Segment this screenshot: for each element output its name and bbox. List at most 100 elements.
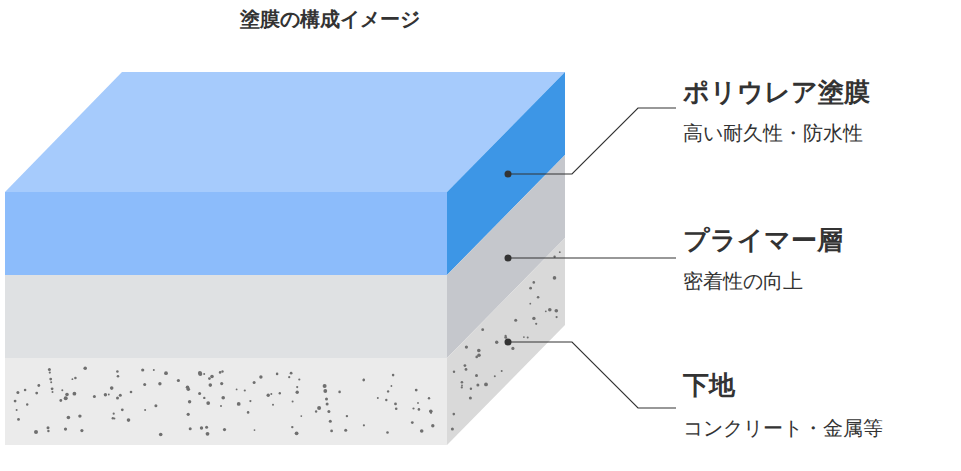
texture-dot — [73, 392, 77, 396]
texture-dot — [395, 407, 398, 410]
texture-dot — [220, 382, 223, 385]
texture-dot — [511, 347, 514, 350]
texture-dot — [159, 433, 163, 437]
texture-dot — [189, 427, 192, 430]
texture-dot — [377, 397, 379, 399]
texture-dot — [476, 384, 479, 387]
texture-dot — [14, 400, 17, 403]
texture-dot — [555, 309, 559, 313]
primer-front — [5, 275, 447, 358]
texture-dot — [26, 403, 28, 405]
texture-dot — [484, 383, 488, 387]
texture-dot — [315, 410, 317, 412]
texture-dot — [429, 409, 433, 413]
texture-dot — [325, 398, 328, 401]
texture-dot — [108, 394, 110, 396]
texture-dot — [326, 402, 329, 405]
leader-line — [508, 108, 676, 174]
texture-dot — [220, 405, 222, 407]
texture-dot — [198, 371, 202, 375]
layer-note: コンクリート・金属等 — [683, 415, 883, 442]
texture-dot — [65, 393, 69, 397]
texture-dot — [504, 336, 507, 339]
texture-dot — [290, 372, 293, 375]
texture-dot — [295, 431, 299, 435]
texture-dot — [338, 391, 341, 394]
texture-dot — [363, 424, 365, 426]
texture-dot — [244, 389, 246, 391]
texture-dot — [323, 389, 327, 393]
texture-dot — [203, 397, 205, 399]
texture-dot — [477, 354, 481, 358]
texture-dot — [451, 428, 454, 431]
texture-dot — [37, 384, 40, 387]
texture-dot — [323, 384, 327, 388]
texture-dot — [270, 393, 272, 395]
texture-dot — [535, 323, 537, 325]
texture-dot — [113, 413, 115, 415]
texture-dot — [198, 372, 202, 376]
texture-dot — [64, 428, 67, 431]
texture-dot — [78, 414, 81, 417]
texture-dot — [529, 303, 531, 305]
texture-dot — [210, 375, 214, 379]
texture-dot — [532, 317, 535, 320]
texture-dot — [80, 429, 83, 432]
texture-dot — [272, 404, 274, 406]
texture-dot — [236, 389, 238, 391]
texture-dot — [219, 371, 222, 374]
texture-dot — [83, 366, 87, 370]
texture-dot — [121, 408, 124, 411]
texture-dot — [556, 316, 558, 318]
texture-dot — [529, 287, 532, 290]
texture-dot — [494, 375, 496, 377]
texture-dot — [415, 389, 418, 392]
texture-dot — [48, 368, 51, 371]
texture-dot — [387, 390, 389, 392]
texture-dot — [16, 409, 18, 411]
texture-dot — [291, 426, 293, 428]
texture-dot — [386, 431, 389, 434]
texture-dot — [104, 393, 107, 396]
texture-dot — [300, 415, 302, 417]
substrate-front — [5, 358, 447, 445]
texture-dot — [420, 429, 424, 433]
texture-dot — [362, 379, 365, 382]
texture-dot — [153, 369, 155, 371]
texture-dot — [391, 385, 393, 387]
texture-dot — [59, 399, 62, 402]
texture-dot — [47, 426, 50, 429]
texture-dot — [417, 402, 419, 404]
texture-dot — [117, 375, 120, 378]
texture-dot — [206, 432, 210, 436]
texture-dot — [533, 281, 536, 284]
texture-dot — [527, 337, 529, 339]
texture-dot — [74, 377, 77, 380]
texture-dot — [249, 400, 251, 402]
texture-dot — [35, 392, 38, 395]
texture-dot — [110, 386, 114, 390]
texture-dot — [16, 391, 19, 394]
texture-dot — [203, 373, 205, 375]
leader-line — [508, 257, 676, 258]
texture-dot — [61, 389, 63, 391]
texture-dot — [514, 319, 517, 322]
texture-dot — [112, 417, 114, 419]
texture-dot — [67, 416, 71, 420]
texture-dot — [154, 404, 157, 407]
texture-dot — [545, 310, 547, 312]
texture-dot — [247, 411, 250, 414]
texture-dot — [296, 386, 298, 388]
texture-dot — [279, 392, 281, 394]
texture-dot — [198, 392, 201, 395]
polyurea-front — [5, 192, 447, 275]
texture-dot — [461, 381, 464, 384]
texture-dot — [49, 378, 52, 381]
texture-dot — [119, 394, 122, 397]
texture-dot — [34, 430, 38, 434]
texture-dot — [208, 377, 211, 380]
texture-dot — [64, 396, 68, 400]
texture-dot — [470, 388, 472, 390]
texture-dot — [177, 379, 180, 382]
texture-dot — [143, 383, 146, 386]
